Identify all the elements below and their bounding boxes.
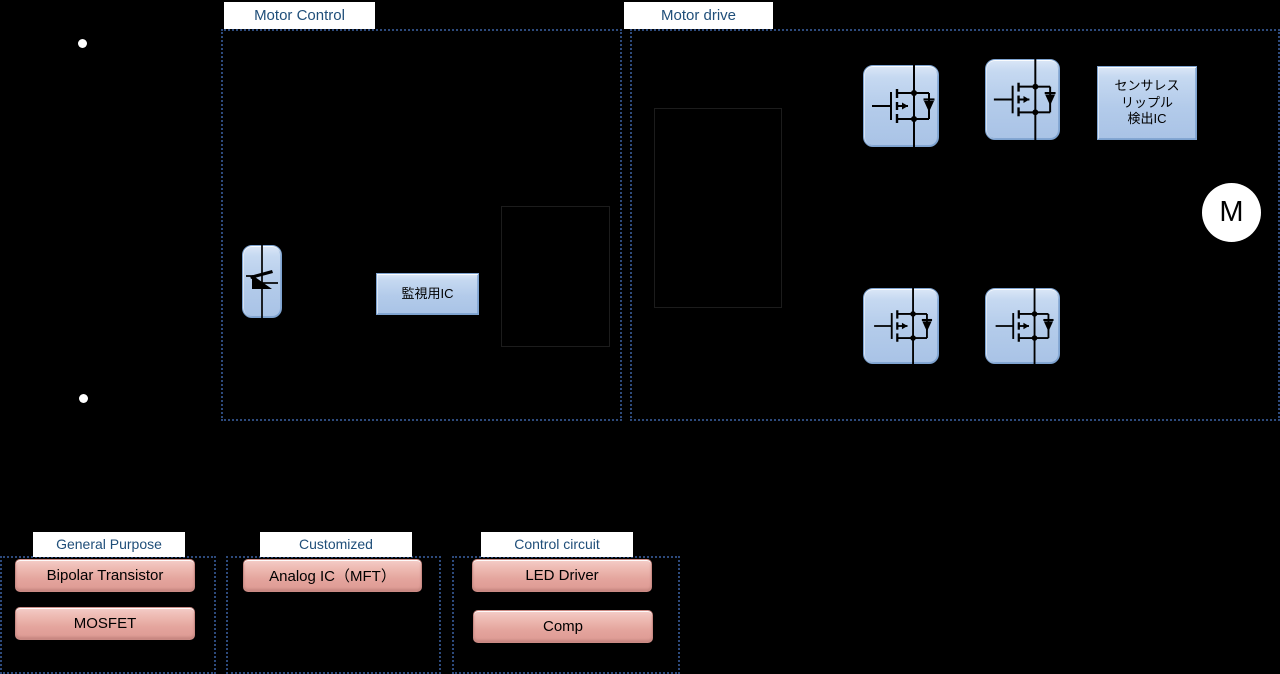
motor-symbol: M <box>1202 183 1261 242</box>
legend-chip-mosfet[interactable]: MOSFET <box>15 607 195 640</box>
mosfet-high-side-1[interactable] <box>863 65 939 147</box>
bjt-symbol-icon <box>246 245 278 318</box>
sensorless-ic-label-line3: 検出IC <box>1127 111 1167 127</box>
legend-chip-label: MOSFET <box>73 615 137 632</box>
legend-chip-label: Analog IC（MFT） <box>269 568 396 585</box>
mosfet-symbol-icon <box>872 65 935 147</box>
legend-chip-label: Bipolar Transistor <box>46 567 164 584</box>
legend-chip-label: Comp <box>542 618 583 635</box>
group-motor-control <box>221 29 622 421</box>
legend-chip-label: LED Driver <box>525 567 599 584</box>
legend-title-control-circuit: Control circuit <box>481 532 633 557</box>
sensorless-ic-label-line1: センサレス <box>1114 78 1180 94</box>
legend-chip-bipolar-transistor[interactable]: Bipolar Transistor <box>15 559 195 592</box>
mosfet-high-side-2[interactable] <box>985 59 1060 140</box>
legend-title-customized: Customized <box>260 532 412 557</box>
legend-chip-comp[interactable]: Comp <box>473 610 653 643</box>
mosfet-low-side-2[interactable] <box>985 288 1060 364</box>
input-terminal-top-dot <box>78 39 87 48</box>
sensorless-ripple-detection-ic-box[interactable]: センサレス リップル 検出IC <box>1097 66 1197 140</box>
input-terminal-bottom-dot <box>79 394 88 403</box>
group-title-motor-drive: Motor drive <box>624 2 773 29</box>
monitoring-ic-box[interactable]: 監視用IC <box>376 273 479 315</box>
motor-drive-inner-rect <box>654 108 782 308</box>
monitoring-ic-label: 監視用IC <box>401 285 454 301</box>
mosfet-symbol-icon <box>993 59 1056 140</box>
motor-control-inner-rect <box>501 206 610 347</box>
group-motor-drive <box>630 29 1280 421</box>
legend-chip-analog-ic-mft[interactable]: Analog IC（MFT） <box>243 559 422 592</box>
legend-chip-led-driver[interactable]: LED Driver <box>472 559 652 592</box>
bipolar-transistor-symbol[interactable] <box>242 245 282 318</box>
group-title-motor-control: Motor Control <box>224 2 375 29</box>
mosfet-low-side-1[interactable] <box>863 288 939 364</box>
legend-title-general-purpose: General Purpose <box>33 532 185 557</box>
sensorless-ic-label-line2: リップル <box>1120 94 1173 110</box>
mosfet-symbol-icon <box>995 288 1054 364</box>
motor-label: M <box>1219 196 1244 228</box>
mosfet-symbol-icon <box>874 288 933 364</box>
